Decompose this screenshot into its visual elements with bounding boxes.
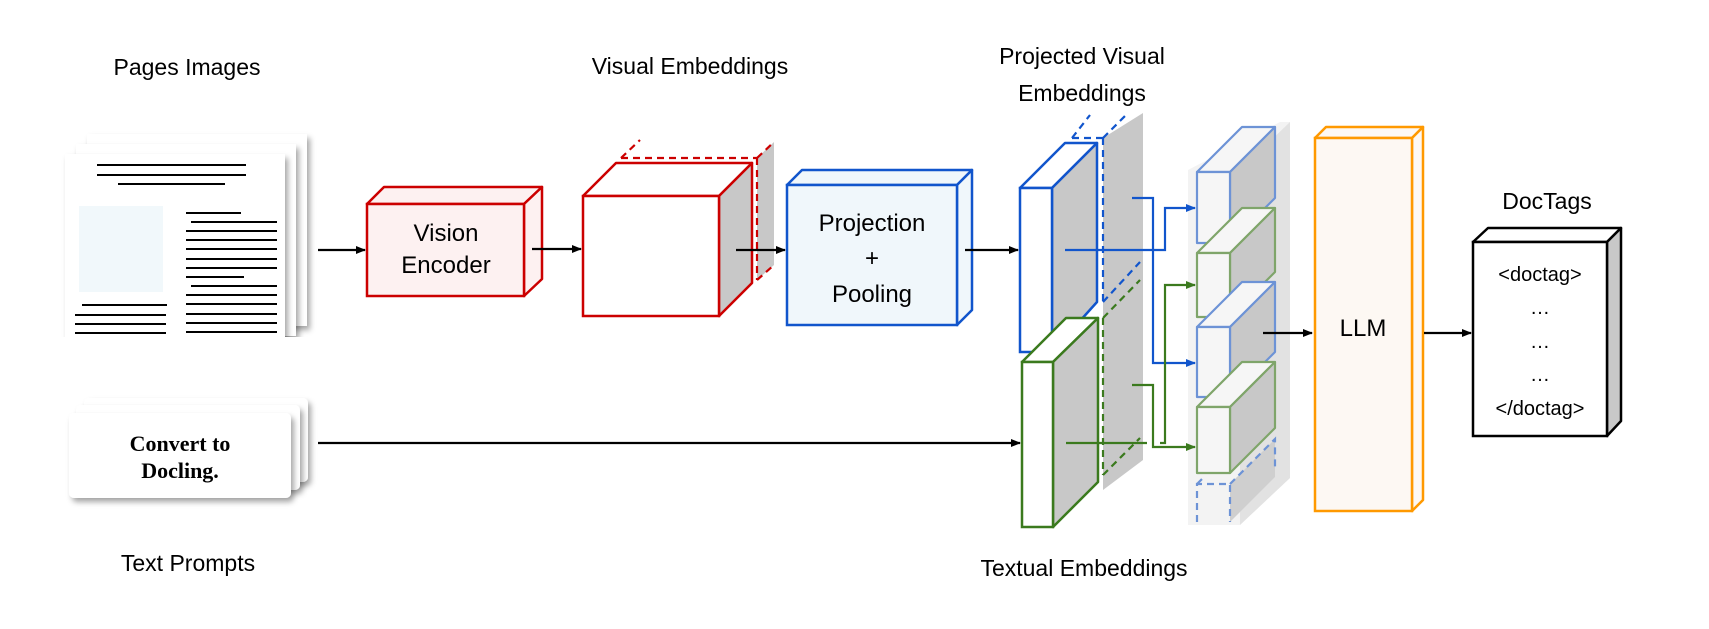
page-figure-placeholder — [79, 206, 163, 292]
arrow-visual-token-2 — [1132, 196, 1196, 367]
doctag-line-1: … — [1530, 297, 1550, 319]
doctags-output-block: <doctag> … … … </doctag> — [1471, 226, 1623, 438]
label-text-prompts: Text Prompts — [121, 550, 255, 576]
vision-encoder-label-2: Encoder — [401, 252, 490, 279]
label-doctags: DocTags — [1502, 188, 1591, 214]
arrow-visual-token-1 — [1065, 204, 1196, 252]
arrow-text-token-1 — [1160, 281, 1196, 445]
doctag-line-2: … — [1530, 331, 1550, 353]
vision-encoder-block: Vision Encoder — [365, 185, 544, 298]
page-images-icon — [50, 134, 330, 367]
projection-label-2: + — [865, 245, 879, 272]
text-prompt-card: Convert to Docling. — [69, 398, 308, 498]
projection-pooling-block: Projection + Pooling — [785, 168, 974, 327]
projection-label-1: Projection — [819, 210, 926, 237]
llm-block: LLM — [1313, 125, 1425, 513]
label-textual-embeddings: Textual Embeddings — [980, 555, 1187, 581]
prompt-line-1: Convert to — [130, 431, 231, 456]
pending-token-block-front — [1195, 482, 1232, 522]
llm-label: LLM — [1340, 315, 1387, 342]
doctag-line-4: </doctag> — [1496, 398, 1585, 420]
pending-token-block-top — [1229, 436, 1277, 485]
arrow-text-token-2 — [1132, 383, 1196, 451]
doctag-line-0: <doctag> — [1498, 264, 1581, 286]
visual-embeddings-cube — [581, 139, 775, 318]
projected-visual-embeddings-slab — [1018, 113, 1143, 490]
pending-token-block-side — [1230, 439, 1275, 522]
doctag-line-3: … — [1530, 364, 1550, 386]
textual-embeddings-slab — [1020, 279, 1141, 529]
interleaved-token-stack — [1188, 122, 1290, 525]
label-projected-visual-line2: Embeddings — [1018, 80, 1146, 106]
pending-token-block-edge — [1196, 475, 1206, 485]
label-visual-embeddings: Visual Embeddings — [592, 53, 788, 79]
vision-encoder-label-1: Vision — [414, 220, 479, 247]
prompt-line-2: Docling. — [141, 458, 219, 483]
text-token-block-front — [1195, 405, 1232, 475]
projection-label-3: Pooling — [832, 281, 912, 308]
label-pages-images: Pages Images — [113, 54, 260, 80]
label-projected-visual-line1: Projected Visual — [999, 43, 1165, 69]
